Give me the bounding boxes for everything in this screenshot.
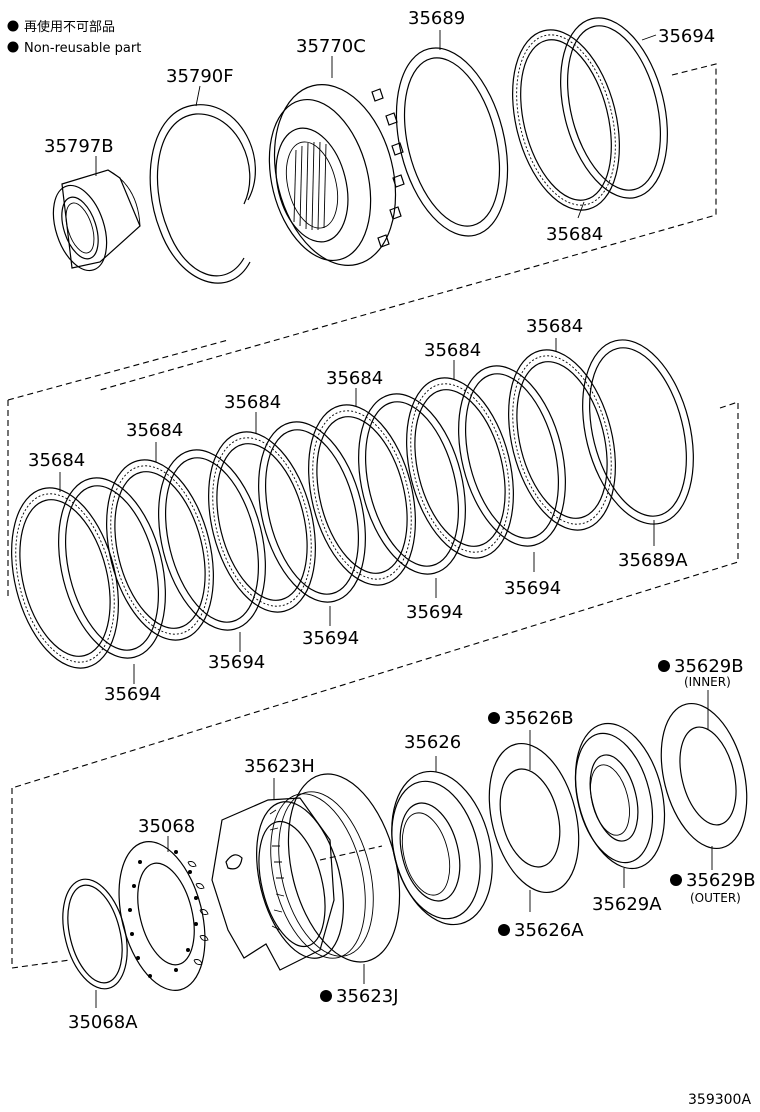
note-outer: (OUTER) (690, 891, 741, 905)
non-reusable-dot-icon (658, 660, 670, 672)
label-35694-e[interactable]: 35694 (504, 578, 561, 599)
label-35684-b[interactable]: 35684 (126, 420, 183, 441)
legend-dot-icon (7, 41, 19, 53)
non-reusable-dot-icon (320, 990, 332, 1002)
label-35626[interactable]: 35626 (404, 732, 461, 753)
group-frame-top (99, 63, 717, 391)
label-35694-d[interactable]: 35694 (406, 602, 463, 623)
part-35797B-drawing (52, 169, 141, 272)
clutch-pack-drawing (11, 339, 694, 669)
part-35623H-drawing (211, 791, 374, 971)
label-35629A[interactable]: 35629A (592, 894, 662, 915)
label-35689[interactable]: 35689 (408, 8, 465, 29)
label-35629B-inner[interactable]: 35629B (674, 656, 744, 677)
label-35684-c[interactable]: 35684 (224, 392, 281, 413)
label-35626B[interactable]: 35626B (504, 708, 574, 729)
part-35770C-drawing (268, 84, 405, 266)
label-35694-c[interactable]: 35694 (302, 628, 359, 649)
part-labels: 35797B 35790F 35770C 35689 35694 35684 3… (28, 8, 756, 1108)
part-35626B-drawing (499, 768, 561, 868)
part-35626-drawing (391, 770, 493, 926)
part-35629A-drawing (574, 722, 666, 870)
group-frame-middle (7, 339, 739, 789)
label-35694-b[interactable]: 35694 (208, 652, 265, 673)
part-35629B-outer-drawing (660, 702, 748, 850)
non-reusable-dot-icon (498, 924, 510, 936)
label-35684-a[interactable]: 35684 (28, 450, 85, 471)
group-frame-bottom (11, 788, 383, 969)
part-35068A-drawing (62, 878, 128, 990)
non-reusable-dot-icon (488, 712, 500, 724)
part-35626A-drawing (488, 742, 580, 894)
label-35684-f[interactable]: 35684 (526, 316, 583, 337)
label-35790F[interactable]: 35790F (166, 66, 234, 87)
label-35694-a[interactable]: 35694 (104, 684, 161, 705)
non-reusable-dot-icon (670, 874, 682, 886)
label-35797B[interactable]: 35797B (44, 136, 114, 157)
legend-en-text: Non-reusable part (24, 41, 141, 56)
diagram-code: 359300A (688, 1092, 751, 1108)
label-35770C[interactable]: 35770C (296, 36, 366, 57)
leader-lines-middle (59, 338, 655, 684)
legend-jp-text: 再使用不可部品 (24, 19, 115, 35)
legend-dot-icon (7, 20, 19, 32)
label-35684-top[interactable]: 35684 (546, 224, 603, 245)
part-35790F-drawing (149, 104, 256, 284)
part-35068-drawing (118, 841, 209, 991)
label-35626A[interactable]: 35626A (514, 920, 584, 941)
note-inner: (INNER) (684, 675, 731, 689)
label-35623H[interactable]: 35623H (244, 756, 315, 777)
label-35623J[interactable]: 35623J (336, 986, 399, 1007)
part-35694-top-drawing (560, 17, 668, 199)
part-35689-drawing (395, 47, 509, 237)
part-35684-top-drawing (512, 29, 620, 211)
label-35068[interactable]: 35068 (138, 816, 195, 837)
label-35694-top[interactable]: 35694 (658, 26, 715, 47)
label-35684-d[interactable]: 35684 (326, 368, 383, 389)
label-35689A[interactable]: 35689A (618, 550, 688, 571)
part-35629B-inner-drawing (679, 726, 737, 826)
label-35629B-outer[interactable]: 35629B (686, 870, 756, 891)
label-35684-e[interactable]: 35684 (424, 340, 481, 361)
label-35068A[interactable]: 35068A (68, 1012, 138, 1033)
